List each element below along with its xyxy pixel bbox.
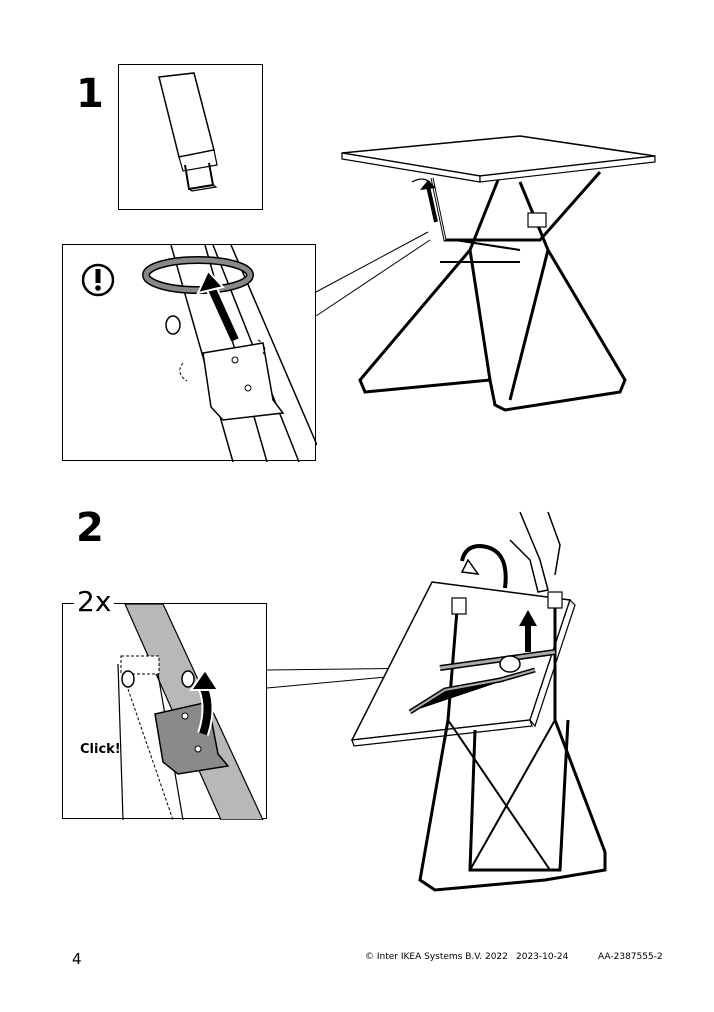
document-date: 2023-10-24 <box>516 952 569 962</box>
rotate-arrow-icon <box>460 543 508 589</box>
page-number: 4 <box>72 950 82 968</box>
leg-lock-click-illustration <box>117 604 264 820</box>
leg-end-illustration <box>158 72 218 192</box>
click-label: Click! <box>80 742 121 757</box>
step-1-callout-panel <box>62 244 317 462</box>
exclamation-circle-icon <box>81 263 115 297</box>
step-2-number: 2 <box>76 505 104 551</box>
leg-lock-closeup-illustration <box>81 245 317 462</box>
step-2-callout-panel <box>62 603 267 820</box>
document-id: AA-2387555-2 <box>598 952 663 962</box>
curved-arrow-icon <box>189 668 220 736</box>
step-1-leg-detail-panel <box>118 64 263 210</box>
copyright-text: © Inter IKEA Systems B.V. 2022 <box>365 952 508 962</box>
arrow-up-icon <box>196 269 241 343</box>
multiplier-label: 2x <box>74 588 115 616</box>
step-1-number: 1 <box>76 71 104 117</box>
arrow-up-icon <box>519 610 537 652</box>
